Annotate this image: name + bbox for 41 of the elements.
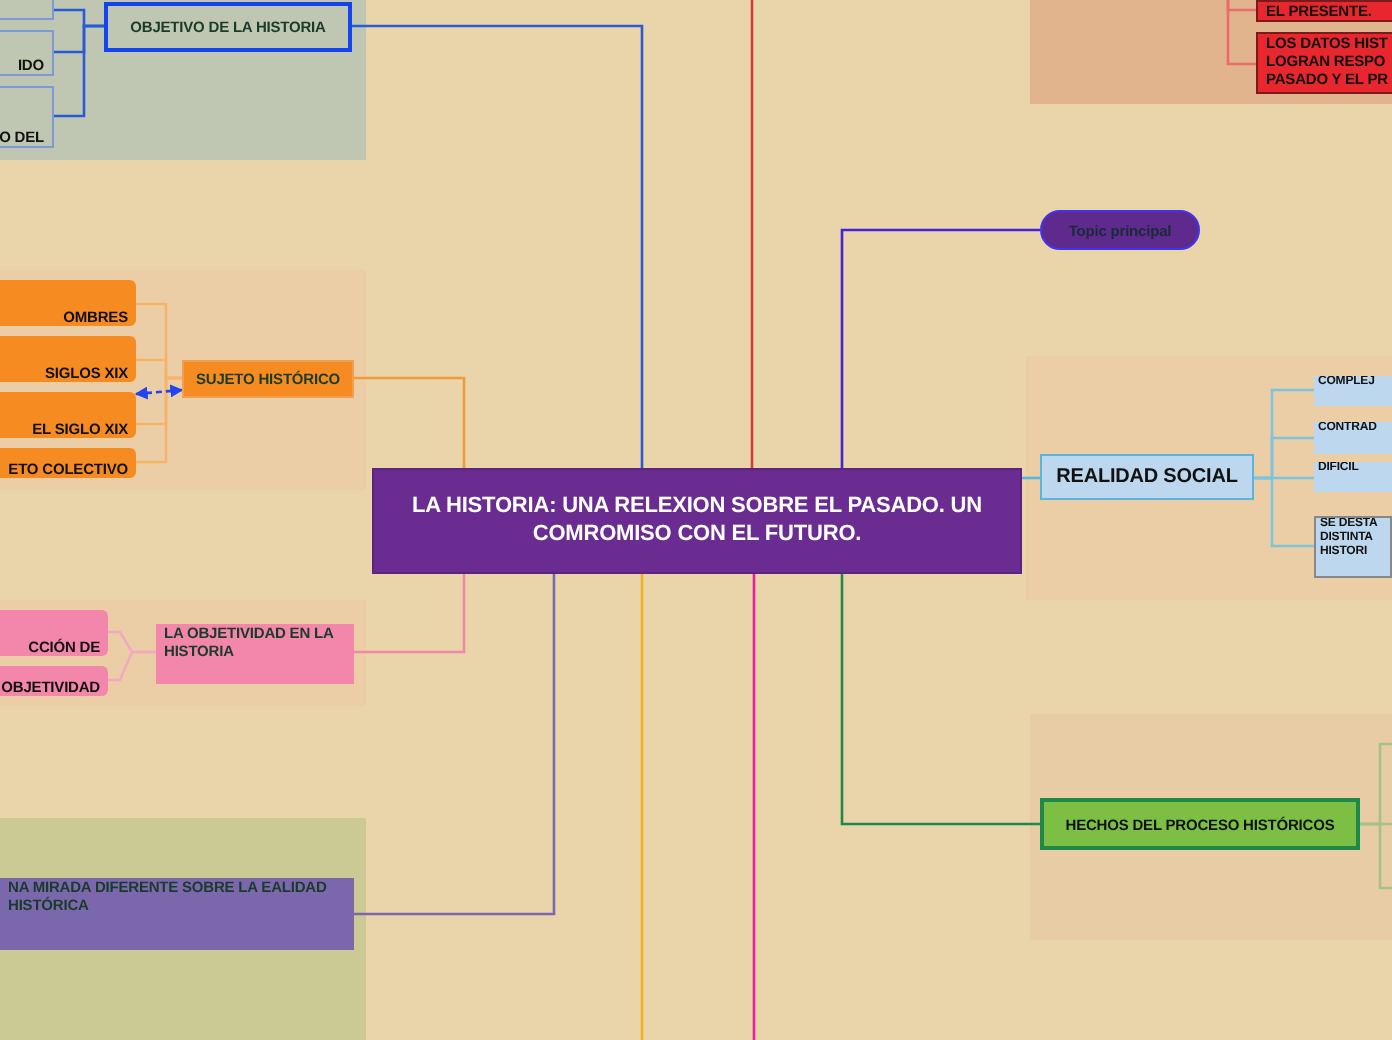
group-panel	[1030, 0, 1392, 104]
subtopic-box	[0, 392, 136, 438]
subtopic-box	[0, 448, 136, 478]
connector-line	[108, 650, 156, 682]
connector-line	[640, 574, 644, 1040]
subtopic-box	[1314, 422, 1392, 454]
subtopic-box	[1040, 454, 1254, 500]
connector-line	[352, 24, 644, 468]
subtopic-box	[1314, 462, 1392, 492]
node-label: REALIDAD SOCIAL	[1056, 465, 1238, 489]
subtopic-box	[1314, 376, 1392, 406]
connector-line	[354, 376, 466, 468]
subtopic-box	[1256, 32, 1392, 94]
subtopic-box	[0, 336, 136, 382]
connector-line	[750, 0, 754, 468]
connector-line	[1226, 0, 1256, 66]
subtopic-box	[1040, 798, 1360, 850]
subtopic-box	[156, 624, 354, 684]
connector-line	[136, 376, 182, 464]
subtopic-box	[1314, 516, 1392, 578]
connector-line	[840, 574, 1040, 826]
connector-line	[354, 574, 466, 654]
subtopic-box	[0, 610, 108, 656]
connector-line	[54, 24, 104, 118]
subtopic-box	[182, 360, 354, 398]
topic-box	[372, 468, 1022, 574]
connector-line	[354, 574, 556, 916]
subtopic-box	[0, 878, 354, 950]
connector-line	[840, 228, 1040, 468]
connector-line	[1254, 476, 1314, 548]
topic-pill	[1040, 210, 1200, 250]
arrow	[134, 384, 184, 400]
subtopic-box	[0, 30, 54, 76]
subtopic-box	[104, 2, 352, 52]
subtopic-box	[0, 86, 54, 148]
subtopic-box	[0, 280, 136, 326]
connector-line	[752, 574, 756, 1040]
subtopic-box	[1256, 0, 1392, 22]
connector-line	[1360, 822, 1392, 890]
node-label: LA HISTORIA: UNA RELEXION SOBRE EL PASADO. UN COMROMISO CON EL FUTURO.	[410, 494, 984, 548]
subtopic-box	[0, 666, 108, 696]
